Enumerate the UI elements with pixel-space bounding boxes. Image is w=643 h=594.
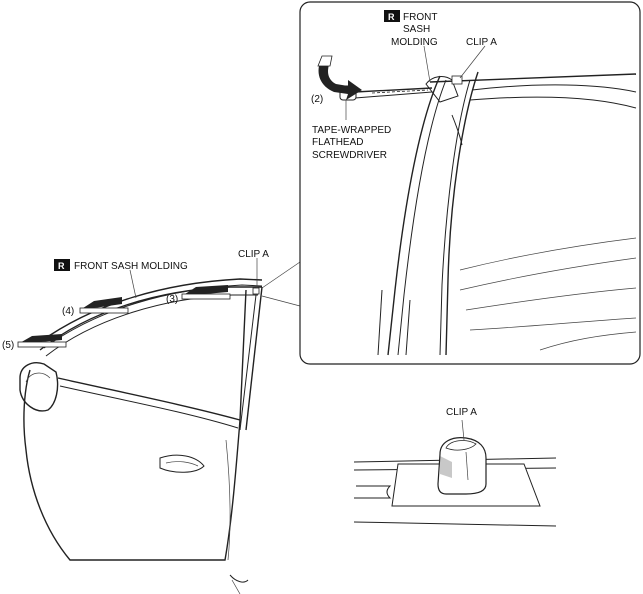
detail-title-group: R FRONT SASH MOLDING: [384, 10, 438, 48]
detail-title-line-1: FRONT: [403, 12, 437, 23]
detail-panel: [299, 1, 641, 365]
overview-clip-label: CLIP A: [238, 249, 269, 260]
detail-title-line-2: SASH: [403, 24, 430, 35]
clip-detail-label: CLIP A: [446, 407, 477, 418]
clip-detail: [353, 419, 557, 527]
arrow-step-3: [181, 285, 231, 300]
detail-clip-label: CLIP A: [466, 37, 497, 48]
step-label-5: (5): [2, 340, 14, 351]
arrow-step-5: [17, 334, 67, 348]
tool-label-line-1: TAPE-WRAPPED: [312, 125, 391, 136]
rotation-arrow: [318, 62, 362, 100]
arrow-step-4: [79, 297, 129, 314]
tool-label-line-2: FLATHEAD: [312, 137, 364, 148]
badge-letter: R: [58, 261, 65, 271]
detail-title-line-3: MOLDING: [391, 37, 438, 48]
step-label-2: (2): [311, 94, 323, 105]
tool-label-line-3: SCREWDRIVER: [312, 150, 387, 161]
overview-title: FRONT SASH MOLDING: [74, 261, 188, 272]
door-overview: [17, 258, 301, 594]
step-label-4: (4): [62, 306, 74, 317]
step-label-3: (3): [166, 294, 178, 305]
overview-title-group: R FRONT SASH MOLDING: [54, 259, 188, 272]
badge-right-overview: [54, 259, 70, 271]
clip-a-shape: [437, 437, 487, 495]
badge-letter-detail: R: [388, 12, 395, 22]
badge-right-detail: [384, 10, 400, 22]
